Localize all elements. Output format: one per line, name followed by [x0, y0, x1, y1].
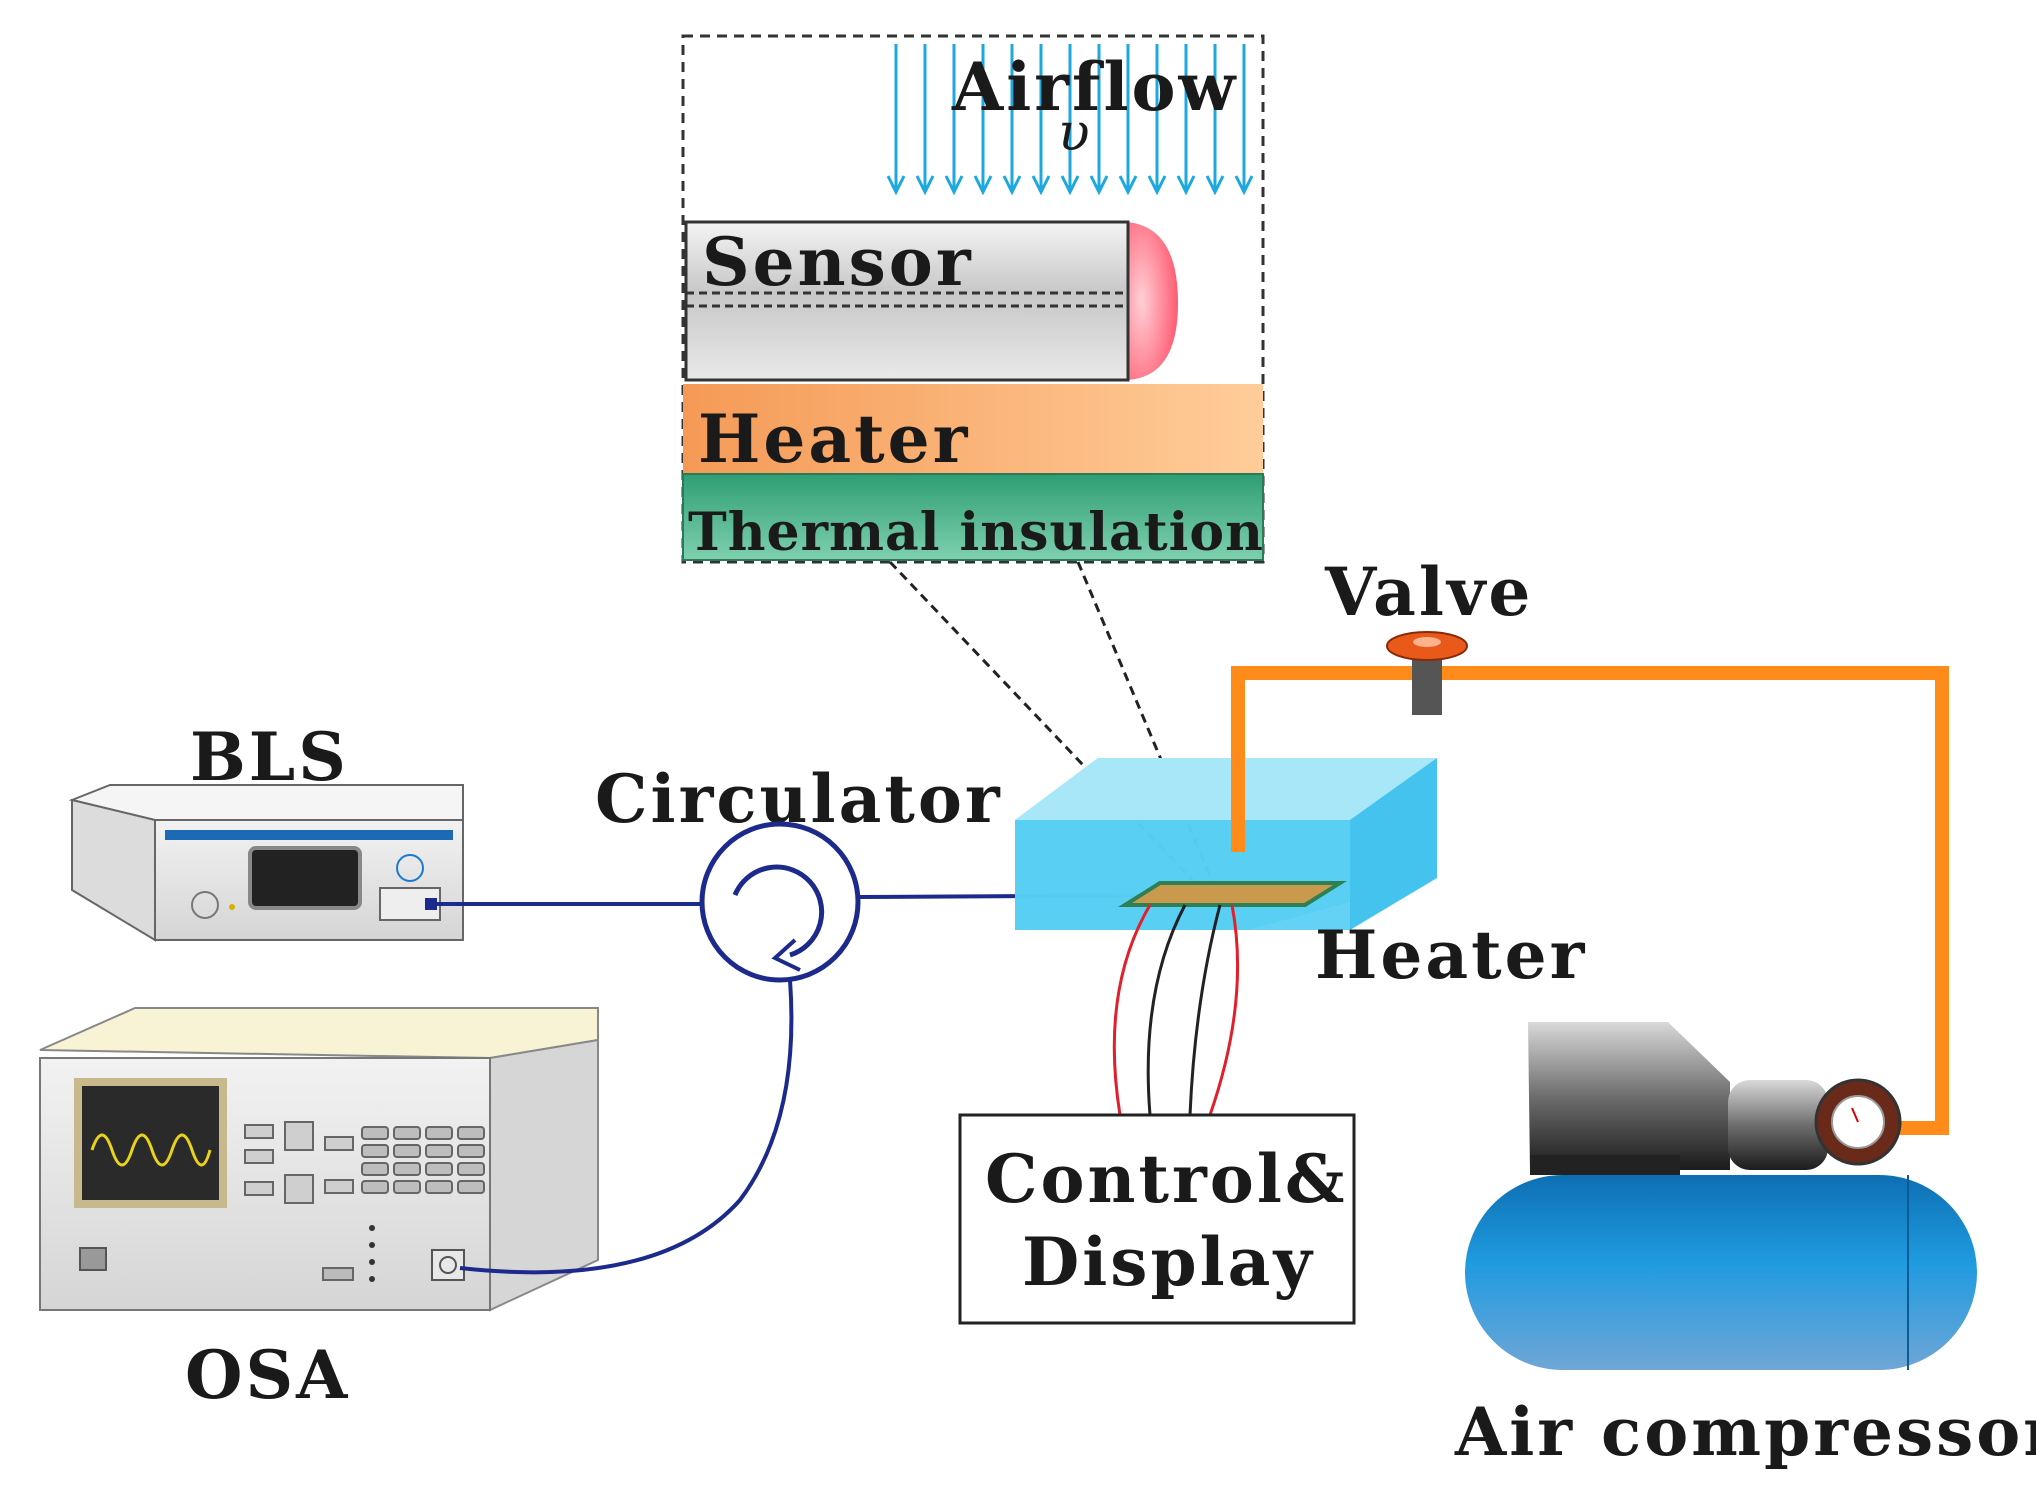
osa-key: [361, 1162, 389, 1176]
sensor-fiber-icon: [684, 220, 1178, 382]
inset-panel: [681, 34, 1265, 564]
osa-spectrum-trace: [90, 1133, 212, 1167]
osa-key: [361, 1180, 389, 1194]
valve-icon: [1386, 631, 1468, 715]
air-compressor-icon: [1465, 1022, 1977, 1370]
airflow-arrowhead: [886, 175, 906, 196]
bls-device-icon: [68, 784, 464, 942]
airflow-arrowhead: [1234, 175, 1254, 196]
thermal-insulation-label: Thermal insulation: [688, 502, 1264, 563]
control-display-box: [958, 1113, 1356, 1325]
air-compressor-label: Air compressor: [1454, 1393, 2036, 1471]
insulation-layer: [682, 473, 1264, 561]
heater-inset-label: Heater: [698, 400, 970, 478]
valve-label: Valve: [1324, 553, 1533, 631]
heater-wires: [1112, 904, 1240, 1116]
sensor-label: Sensor: [702, 223, 974, 301]
osa-label: OSA: [185, 1336, 350, 1414]
control-label-line2: Display: [1022, 1223, 1315, 1301]
osa-device-icon: [39, 1007, 599, 1312]
air-pipe: [1231, 666, 1949, 1135]
osa-key: [425, 1126, 453, 1140]
airflow-arrows-icon: [886, 44, 1254, 196]
bls-label: BLS: [190, 718, 349, 796]
airflow-arrowhead: [1089, 175, 1109, 196]
test-chamber-icon: [1015, 758, 1437, 930]
osa-key: [425, 1162, 453, 1176]
airflow-arrowhead: [1205, 175, 1225, 196]
airflow-arrowhead: [1147, 175, 1167, 196]
airflow-arrowhead: [1118, 175, 1138, 196]
osa-key: [393, 1144, 421, 1158]
velocity-symbol: υ: [1058, 103, 1090, 163]
osa-key: [393, 1162, 421, 1176]
osa-key: [425, 1180, 453, 1194]
osa-key: [393, 1126, 421, 1140]
airflow-arrowhead: [1176, 175, 1196, 196]
airflow-arrowhead: [1002, 175, 1022, 196]
osa-key: [361, 1144, 389, 1158]
osa-key: [393, 1180, 421, 1194]
airflow-label: Airflow: [951, 48, 1238, 126]
airflow-arrowhead: [973, 175, 993, 196]
osa-key: [457, 1144, 485, 1158]
control-label-line1: Control&: [985, 1140, 1347, 1218]
circulator-icon: [699, 821, 861, 983]
airflow-arrowhead: [1060, 175, 1080, 196]
osa-key: [457, 1180, 485, 1194]
osa-key: [361, 1126, 389, 1140]
heater-label: Heater: [1315, 916, 1587, 994]
osa-key: [457, 1162, 485, 1176]
heater-layer: [683, 384, 1263, 474]
airflow-arrowhead: [915, 175, 935, 196]
osa-key: [457, 1126, 485, 1140]
airflow-arrowhead: [1031, 175, 1051, 196]
airflow-arrowhead: [944, 175, 964, 196]
osa-key: [425, 1144, 453, 1158]
